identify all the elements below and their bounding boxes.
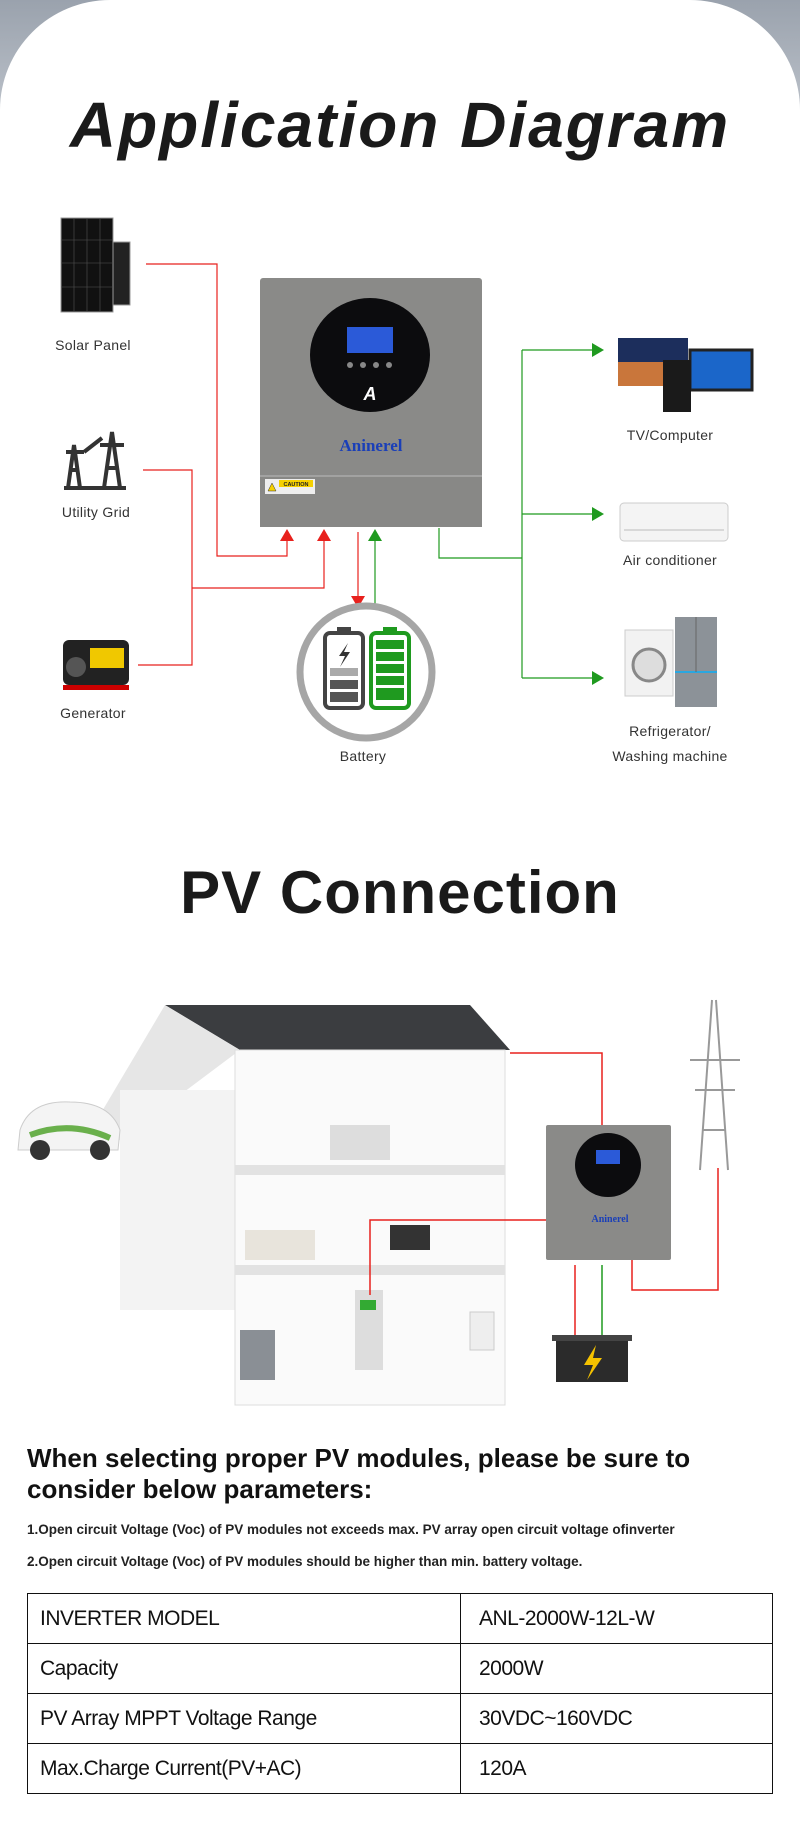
pv-note-2: 2.Open circuit Voltage (Voc) of PV modul… xyxy=(27,1554,583,1569)
pv-note-1: 1.Open circuit Voltage (Voc) of PV modul… xyxy=(27,1522,675,1537)
tv-computer-label: TV/Computer xyxy=(626,427,714,443)
spec-label: Max.Charge Current(PV+AC) xyxy=(27,1743,461,1794)
application-diagram: A Aninerel CAUTION xyxy=(60,217,754,742)
spec-label: INVERTER MODEL xyxy=(27,1593,461,1644)
caution-label: CAUTION xyxy=(283,482,308,488)
pv-connection-illustration: Aninerel xyxy=(17,999,740,1406)
spec-value: 2000W xyxy=(460,1643,773,1694)
washing-machine-label: Washing machine xyxy=(612,748,728,764)
brand-logo: Aninerel xyxy=(340,436,403,455)
input-arrows xyxy=(280,529,365,608)
spec-value: 120A xyxy=(460,1743,773,1794)
svg-text:A: A xyxy=(363,384,377,404)
utility-grid-icon xyxy=(64,431,126,490)
power-tower-image xyxy=(690,999,740,1171)
generator-label: Generator xyxy=(60,705,126,721)
refrigerator-washer-icon xyxy=(624,617,717,707)
car-image xyxy=(17,1101,121,1160)
input-lines xyxy=(138,263,359,666)
house-image xyxy=(85,1005,510,1406)
svg-text:Aninerel: Aninerel xyxy=(591,1214,628,1225)
inverter-image: A Aninerel CAUTION xyxy=(260,278,482,527)
air-conditioner-icon xyxy=(619,502,729,542)
pv-connection-title: PV Connection xyxy=(180,859,620,926)
solar-panel-label: Solar Panel xyxy=(55,337,131,353)
spec-value: ANL-2000W-12L-W xyxy=(460,1593,773,1644)
solar-panel-icon xyxy=(60,217,131,313)
car-battery-image xyxy=(552,1335,632,1382)
spec-label: Capacity xyxy=(27,1643,461,1694)
air-conditioner-label: Air conditioner xyxy=(623,552,717,568)
generator-icon xyxy=(63,640,129,690)
battery-icon xyxy=(296,602,436,742)
output-lines xyxy=(374,349,594,679)
pv-red-lines xyxy=(369,1052,719,1335)
battery-label: Battery xyxy=(339,748,387,764)
pv-inverter-image: Aninerel xyxy=(546,1125,671,1260)
caution-sticker: CAUTION xyxy=(265,479,315,494)
output-arrows xyxy=(368,343,604,685)
spec-value: 30VDC~160VDC xyxy=(460,1693,773,1744)
utility-grid-label: Utility Grid xyxy=(61,504,131,520)
tv-computer-icon xyxy=(618,338,754,412)
pv-selection-heading: When selecting proper PV modules, please… xyxy=(27,1443,691,1504)
application-diagram-title: Application Diagram xyxy=(69,89,731,161)
refrigerator-label: Refrigerator/ xyxy=(629,723,711,739)
spec-label: PV Array MPPT Voltage Range xyxy=(27,1693,461,1744)
table-row: Max.Charge Current(PV+AC)120A xyxy=(27,1743,773,1794)
